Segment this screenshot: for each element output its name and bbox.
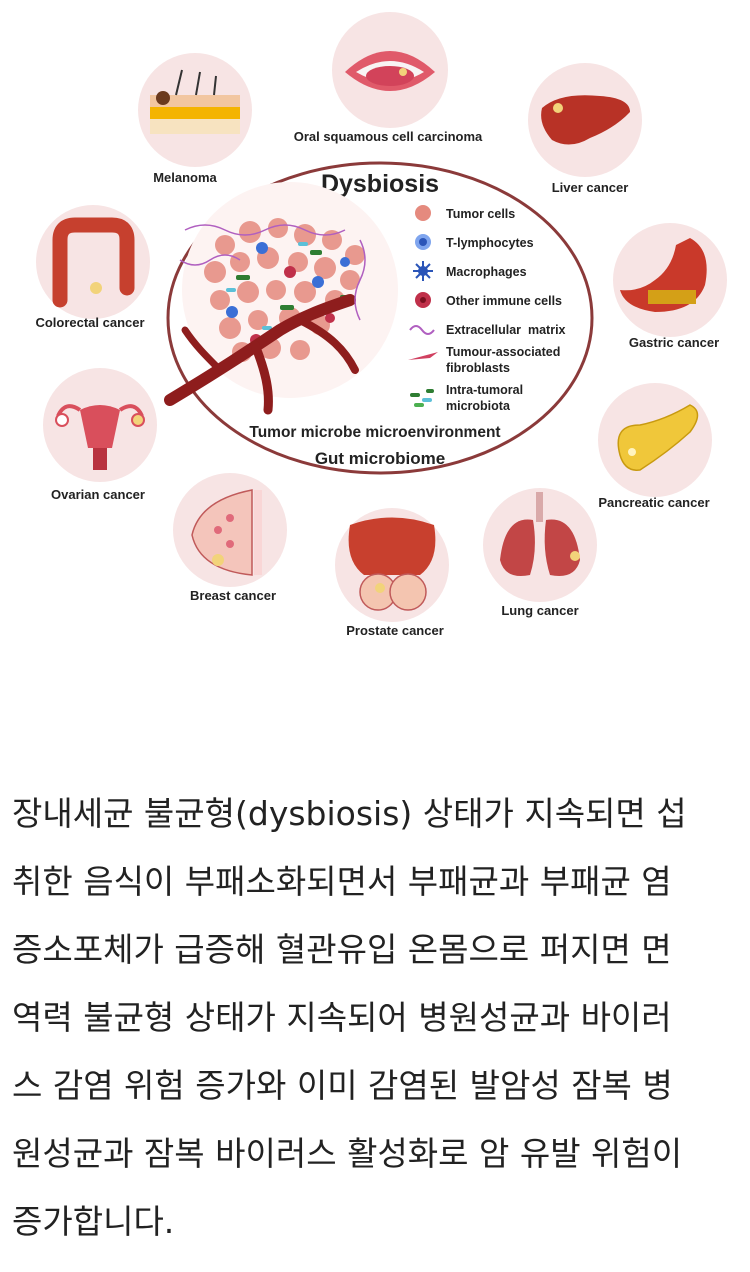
- lung-cancer-node: Lung cancer: [483, 488, 597, 618]
- diagram-title: Dysbiosis: [321, 170, 439, 198]
- caption-line: 스 감염 위험 증가와 이미 감염된 발암성 잠복 병: [12, 1066, 673, 1105]
- oral-cancer-label: Oral squamous cell carcinoma: [294, 129, 483, 144]
- prostate-cancer-label: Prostate cancer: [346, 623, 444, 638]
- colorectal-cancer-label: Colorectal cancer: [35, 315, 144, 330]
- macrophage-icon: [413, 261, 433, 281]
- lungs-icon: [500, 492, 580, 576]
- colon-icon: [52, 217, 135, 308]
- caption-line: 취한 음식이 부패소화되면서 부패균과 부패균 염: [12, 862, 672, 901]
- tumor-microenvironment-illustration: [164, 182, 398, 415]
- legend-label: microbiota: [446, 399, 511, 413]
- skin-layers-icon: [150, 69, 240, 134]
- legend-label: Extracellular matrix: [446, 323, 566, 337]
- legend-label: Tumour-associated: [446, 345, 560, 359]
- gastric-cancer-label: Gastric cancer: [629, 335, 719, 350]
- melanoma-node: Melanoma: [138, 53, 252, 185]
- caption-line: 장내세균 불균형(dysbiosis) 상태가 지속되면 섭: [12, 794, 687, 833]
- prostate-cancer-node: Prostate cancer: [335, 508, 449, 638]
- caption-line: 역력 불균형 상태가 지속되어 병원성균과 바이러: [12, 998, 672, 1037]
- melanoma-label: Melanoma: [153, 170, 217, 185]
- legend-label: Tumor cells: [446, 207, 515, 221]
- liver-cancer-node: Liver cancer: [528, 63, 642, 195]
- legend: Tumor cells T-lymphocytes Macrophages Ot…: [408, 205, 566, 413]
- uterus-icon: [55, 404, 145, 470]
- legend-item-fibroblasts: Tumour-associated fibroblasts: [408, 345, 560, 375]
- liver-icon: [541, 95, 630, 145]
- caption-paragraph: 장내세균 불균형(dysbiosis) 상태가 지속되면 섭 취한 음식이 부패…: [12, 780, 740, 1256]
- legend-label: Other immune cells: [446, 294, 562, 308]
- legend-item-tumor-cells: Tumor cells: [415, 205, 515, 221]
- legend-item-microbiota: Intra-tumoral microbiota: [410, 383, 523, 413]
- tumor-cell-icon: [415, 205, 431, 221]
- legend-item-t-lymphocytes: T-lymphocytes: [415, 234, 534, 250]
- breast-cancer-node: Breast cancer: [173, 473, 287, 603]
- pancreas-icon: [617, 404, 699, 471]
- fibroblast-icon: [408, 352, 438, 360]
- ovarian-cancer-node: Ovarian cancer: [43, 368, 157, 502]
- caption-line: 증가합니다.: [12, 1202, 175, 1241]
- pancreatic-cancer-label: Pancreatic cancer: [598, 495, 709, 510]
- legend-item-extracellular-matrix: Extracellular matrix: [409, 323, 566, 337]
- legend-label: T-lymphocytes: [446, 236, 534, 250]
- legend-label: fibroblasts: [446, 361, 510, 375]
- mouth-icon: [345, 51, 435, 91]
- liver-cancer-label: Liver cancer: [552, 180, 629, 195]
- oral-cancer-node: Oral squamous cell carcinoma: [294, 12, 483, 144]
- caption-line: 원성균과 잠복 바이러스 활성화로 암 유발 위험이: [12, 1134, 683, 1173]
- gastric-cancer-node: Gastric cancer: [613, 223, 727, 350]
- legend-item-macrophages: Macrophages: [413, 261, 527, 281]
- colorectal-cancer-node: Colorectal cancer: [35, 205, 150, 330]
- legend-item-other-immune-cells: Other immune cells: [415, 292, 562, 308]
- microbiota-icon: [410, 389, 434, 407]
- pancreatic-cancer-node: Pancreatic cancer: [598, 383, 712, 510]
- microenvironment-label: Tumor microbe microenvironment: [249, 424, 500, 441]
- legend-label: Macrophages: [446, 265, 527, 279]
- ovarian-cancer-label: Ovarian cancer: [51, 487, 145, 502]
- caption-line: 증소포체가 급증해 혈관유입 온몸으로 퍼지면 면: [12, 930, 672, 969]
- dysbiosis-diagram: Dysbiosis: [35, 12, 727, 638]
- breast-cancer-label: Breast cancer: [190, 588, 276, 603]
- gut-microbiome-label: Gut microbiome: [315, 449, 445, 468]
- extracellular-matrix-icon: [409, 325, 435, 335]
- prostate-icon: [348, 517, 436, 611]
- legend-label: Intra-tumoral: [446, 383, 523, 397]
- lung-cancer-label: Lung cancer: [501, 603, 578, 618]
- breast-icon: [191, 489, 262, 576]
